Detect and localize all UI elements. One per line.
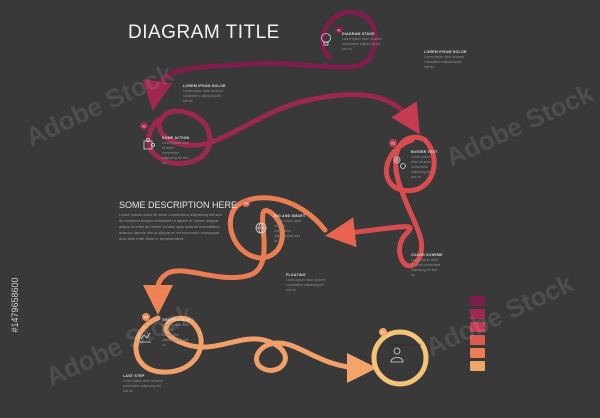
step-04-text: Lorem ipsum dolor sit amet consectetur a… bbox=[274, 219, 302, 243]
end-circle bbox=[371, 329, 429, 387]
badge-02: 02 bbox=[140, 122, 148, 130]
label-floating-text: Lorem ipsum dolor sit amet consectetur a… bbox=[286, 278, 326, 292]
description-title: SOME DESCRIPTION HERE bbox=[119, 200, 238, 210]
swatch-4 bbox=[470, 335, 485, 345]
swatch-6 bbox=[470, 361, 485, 371]
description-text: Lorem ipsum dolor sit amet consectetur a… bbox=[119, 212, 222, 241]
connector-loop-1 bbox=[142, 9, 378, 111]
badge-04: 04 bbox=[242, 199, 250, 207]
gears-icon bbox=[393, 156, 406, 169]
step-05-text: Lorem ipsum dolor sit amet consectetur a… bbox=[162, 323, 190, 347]
step-02-title: SOME ACTION bbox=[162, 136, 190, 140]
label-last-step: LAST STEP bbox=[123, 374, 145, 378]
label-color-scheme-text: Lorem ipsum dolor sit amet consectetur a… bbox=[411, 258, 441, 277]
connector-loop-3 bbox=[325, 134, 437, 269]
color-swatches bbox=[470, 296, 485, 374]
swatch-1 bbox=[470, 296, 485, 306]
badge-05: 05 bbox=[142, 313, 150, 321]
badge-01-text: 01 bbox=[337, 28, 341, 32]
step-01-text: Lorem ipsum dolor sit amet consectetur a… bbox=[342, 37, 382, 51]
connector-loop-5 bbox=[133, 315, 377, 383]
label-color-scheme: COLOR SCHEME bbox=[411, 253, 443, 257]
globe-icon bbox=[255, 222, 267, 234]
badge-05-text: 05 bbox=[144, 315, 148, 319]
badge-04-text: 04 bbox=[244, 201, 248, 205]
connector-loop-4 bbox=[142, 195, 328, 315]
step-03-text: Lorem ipsum dolor sit amet consectetur a… bbox=[411, 155, 431, 179]
label-floating: FLOATING bbox=[286, 273, 306, 277]
step-02-text: Lorem ipsum dolor sit amet consectetur a… bbox=[162, 141, 190, 165]
chart-icon bbox=[138, 332, 151, 343]
swatch-5 bbox=[470, 348, 485, 358]
badge-06-text: 06 bbox=[381, 330, 385, 334]
label-lorem-left: LOREM IPSUM DOLOR bbox=[183, 84, 226, 88]
swatch-3 bbox=[470, 322, 485, 332]
badge-06: 06 bbox=[379, 328, 387, 336]
puzzle-icon bbox=[143, 137, 155, 150]
lightbulb-icon bbox=[321, 33, 331, 46]
badge-03-text: 03 bbox=[391, 141, 395, 145]
swatch-2 bbox=[470, 309, 485, 319]
label-lorem-left-text: Lorem ipsum dolor sit amet consectetur a… bbox=[183, 89, 223, 103]
step-04-title: BIG AND SMART bbox=[274, 214, 306, 218]
person-icon bbox=[390, 347, 404, 363]
stock-id: #1479658600 bbox=[10, 277, 20, 333]
badge-01: 01 bbox=[335, 26, 343, 34]
label-lorem-top-text: Lorem ipsum dolor sit amet consectetur a… bbox=[424, 55, 464, 69]
badge-02-text: 02 bbox=[142, 124, 146, 128]
step-03-title: BIGGER TEXT bbox=[411, 150, 438, 154]
label-lorem-top: LOREM IPSUM DOLOR bbox=[424, 50, 467, 54]
step-01-title: DIAGRAM STAGE bbox=[342, 32, 375, 36]
badge-03: 03 bbox=[389, 139, 397, 147]
diagram-title: DIAGRAM TITLE bbox=[128, 22, 280, 43]
step-06-title: CHANGE BEGAN bbox=[389, 343, 421, 347]
connector-loop-2 bbox=[146, 92, 420, 166]
step-05-title: GRAPH STAGE bbox=[162, 318, 191, 322]
label-last-step-text: Lorem ipsum dolor sit amet consectetur a… bbox=[123, 379, 163, 393]
